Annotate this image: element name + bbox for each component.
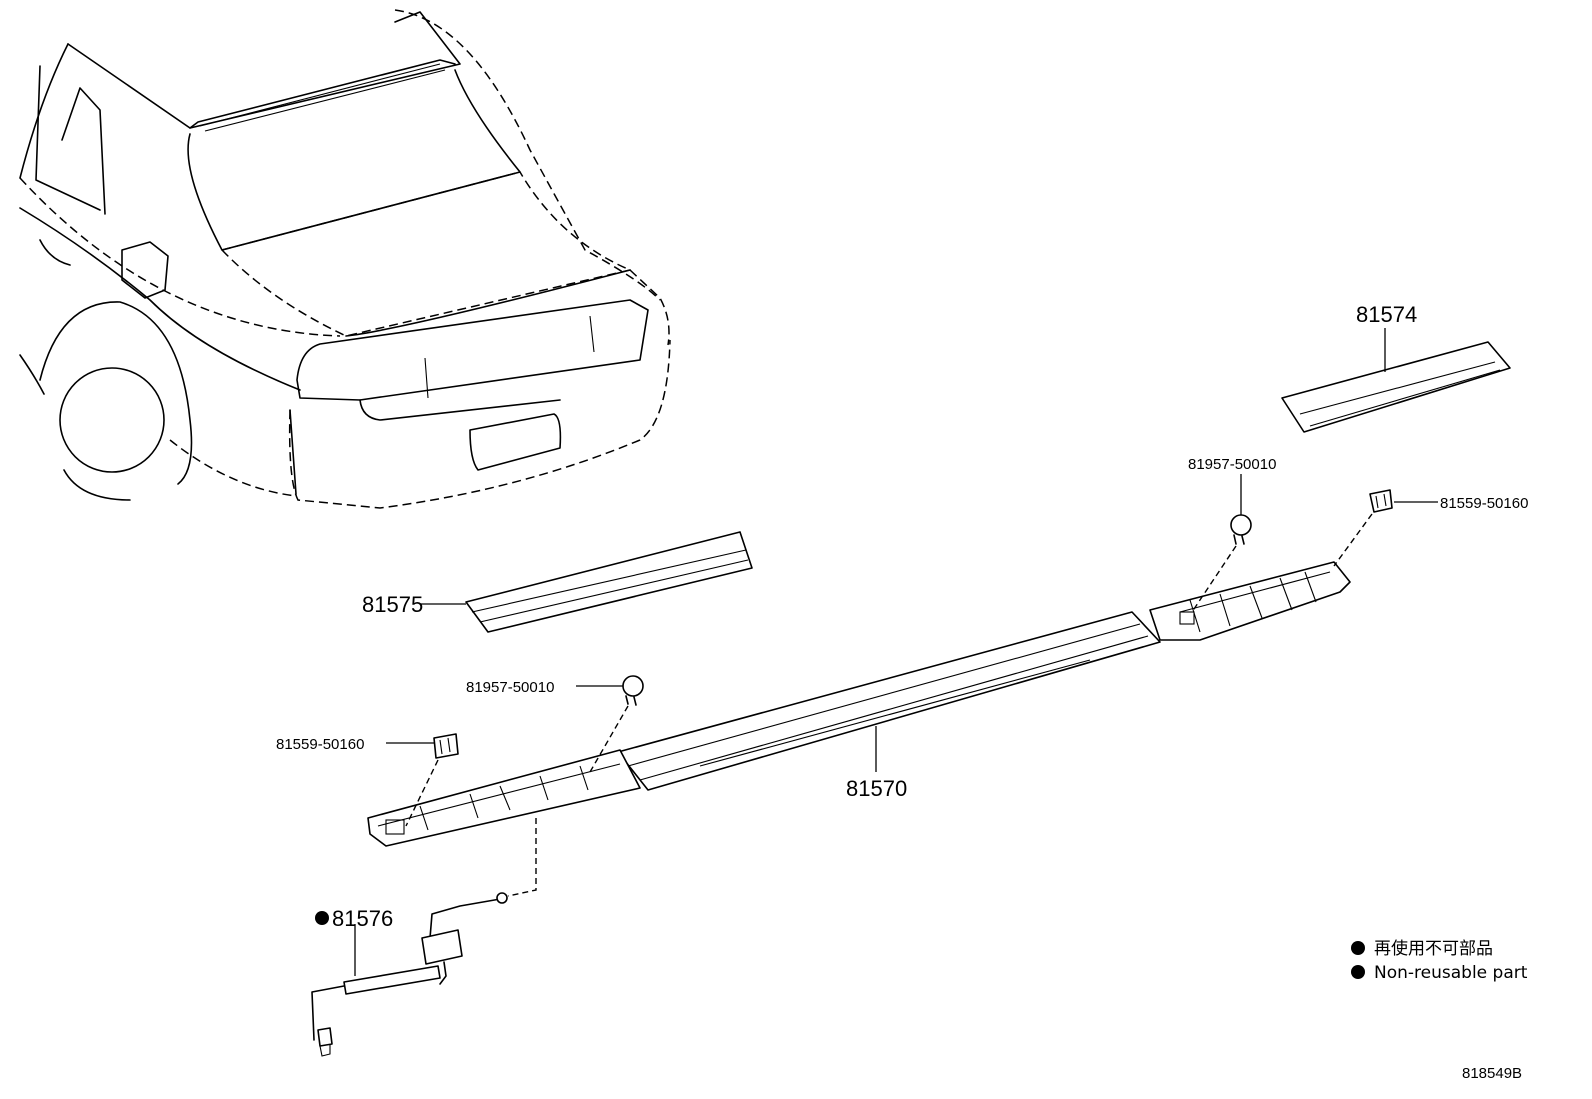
label-81575: 81575 — [362, 592, 423, 617]
part-81570-shape — [367, 561, 1351, 847]
label-81576: 81576 — [332, 906, 393, 931]
clip-right-shape — [1230, 514, 1252, 545]
filled-circle-icon — [1351, 965, 1365, 979]
part-81574-shape — [1281, 341, 1511, 433]
label-81574: 81574 — [1356, 302, 1417, 327]
non-reusable-marker-icon — [315, 911, 329, 925]
label-81570: 81570 — [846, 776, 907, 801]
cap-right-shape — [1369, 489, 1393, 513]
legend-english: Non-reusable part — [1374, 963, 1528, 983]
filled-circle-icon — [1351, 941, 1365, 955]
part-81575-shape — [465, 531, 753, 633]
legend: 再使用不可部品 Non-reusable part — [1351, 938, 1528, 983]
cap-left-shape — [433, 733, 459, 759]
legend-japanese: 再使用不可部品 — [1374, 938, 1493, 959]
diagram-code: 818549B — [1462, 1065, 1522, 1082]
part-81576-shape — [311, 818, 537, 1057]
label-clip-left: 81957-50010 — [466, 679, 554, 696]
label-clip-right: 81957-50010 — [1188, 456, 1276, 473]
vehicle-illustration — [19, 9, 671, 509]
label-cap-right: 81559-50160 — [1440, 495, 1528, 512]
clip-left-shape — [622, 675, 644, 706]
label-cap-left: 81559-50160 — [276, 736, 364, 753]
